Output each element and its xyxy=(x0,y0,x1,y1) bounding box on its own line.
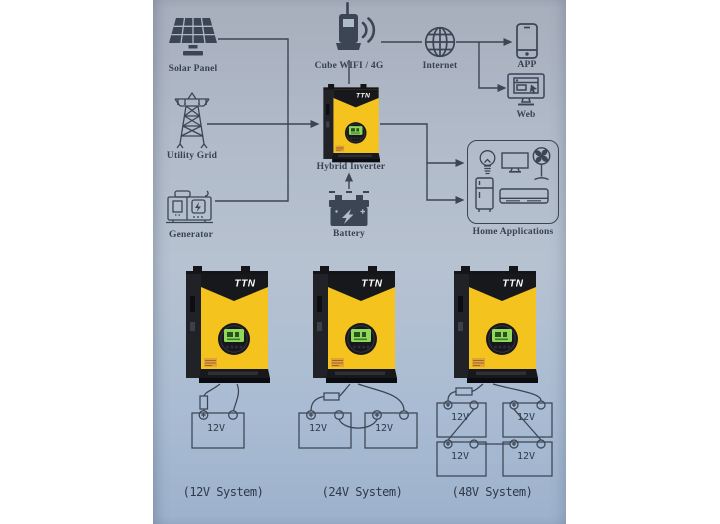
fridge-icon xyxy=(475,177,494,212)
fan-icon xyxy=(532,147,551,181)
generator-label: Generator xyxy=(168,230,213,240)
top-chevron xyxy=(201,274,268,301)
wifi-module-icon xyxy=(336,2,376,50)
bolt-icon xyxy=(342,209,354,224)
mount-tab xyxy=(509,266,518,273)
warning-sticker xyxy=(335,145,345,152)
smartphone-icon xyxy=(516,23,538,59)
app-label: APP xyxy=(517,60,537,70)
top-chevron xyxy=(333,89,379,108)
system-12v-label: (12V System) xyxy=(182,485,264,499)
brand-logo: TTN xyxy=(234,279,255,290)
globe-icon xyxy=(424,26,456,58)
top-chevron xyxy=(328,274,395,301)
wifi-waves-icon xyxy=(361,17,376,43)
inverter-graphic: TTN xyxy=(313,266,397,383)
air-conditioner-icon xyxy=(499,188,549,204)
battery-label: Battery xyxy=(333,229,365,239)
bulb-icon xyxy=(479,150,496,175)
generator-icon xyxy=(166,190,213,224)
mount-tab xyxy=(193,266,202,273)
monitor-browser-icon xyxy=(507,73,545,106)
transmission-tower-icon xyxy=(174,91,210,149)
mount-tab xyxy=(368,266,377,273)
solar-panel-label: Solar Panel xyxy=(168,64,218,74)
hybrid-inverter-image: TTN xyxy=(322,84,380,163)
mount-tab xyxy=(360,84,367,89)
inverter-12v-image: TTN xyxy=(184,266,270,384)
inverter-graphic: TTN xyxy=(323,84,380,163)
home-applications-box xyxy=(467,140,559,224)
inverter-graphic: TTN xyxy=(454,266,538,383)
diagram-background xyxy=(153,0,566,524)
inverter-24v-image: TTN xyxy=(311,266,397,384)
top-chevron xyxy=(469,274,536,301)
inverter-graphic: TTN xyxy=(186,266,270,383)
warning-sticker xyxy=(204,358,217,367)
brand-logo: TTN xyxy=(361,279,382,290)
hybrid-inverter-label: Hybrid Inverter xyxy=(316,162,386,172)
cube-wifi-label: Cube WIFI / 4G xyxy=(314,61,384,71)
system-48v-label: (48V System) xyxy=(451,485,533,499)
mount-tab xyxy=(328,84,335,89)
web-label: Web xyxy=(516,110,536,120)
warning-sticker xyxy=(331,358,344,367)
internet-label: Internet xyxy=(422,61,458,71)
battery-icon xyxy=(329,191,369,226)
brand-logo: TTN xyxy=(356,93,370,100)
home-applications-label: Home Applications xyxy=(472,227,554,237)
solar-panel-icon xyxy=(169,17,217,56)
cursor-icon xyxy=(529,84,537,95)
brand-logo: TTN xyxy=(502,279,523,290)
mount-tab xyxy=(461,266,470,273)
warning-sticker xyxy=(472,358,485,367)
tv-icon xyxy=(501,152,529,173)
inverter-48v-image: TTN xyxy=(452,266,538,384)
mount-tab xyxy=(320,266,329,273)
utility-grid-label: Utility Grid xyxy=(166,151,218,161)
system-24v-label: (24V System) xyxy=(321,485,403,499)
mount-tab xyxy=(241,266,250,273)
